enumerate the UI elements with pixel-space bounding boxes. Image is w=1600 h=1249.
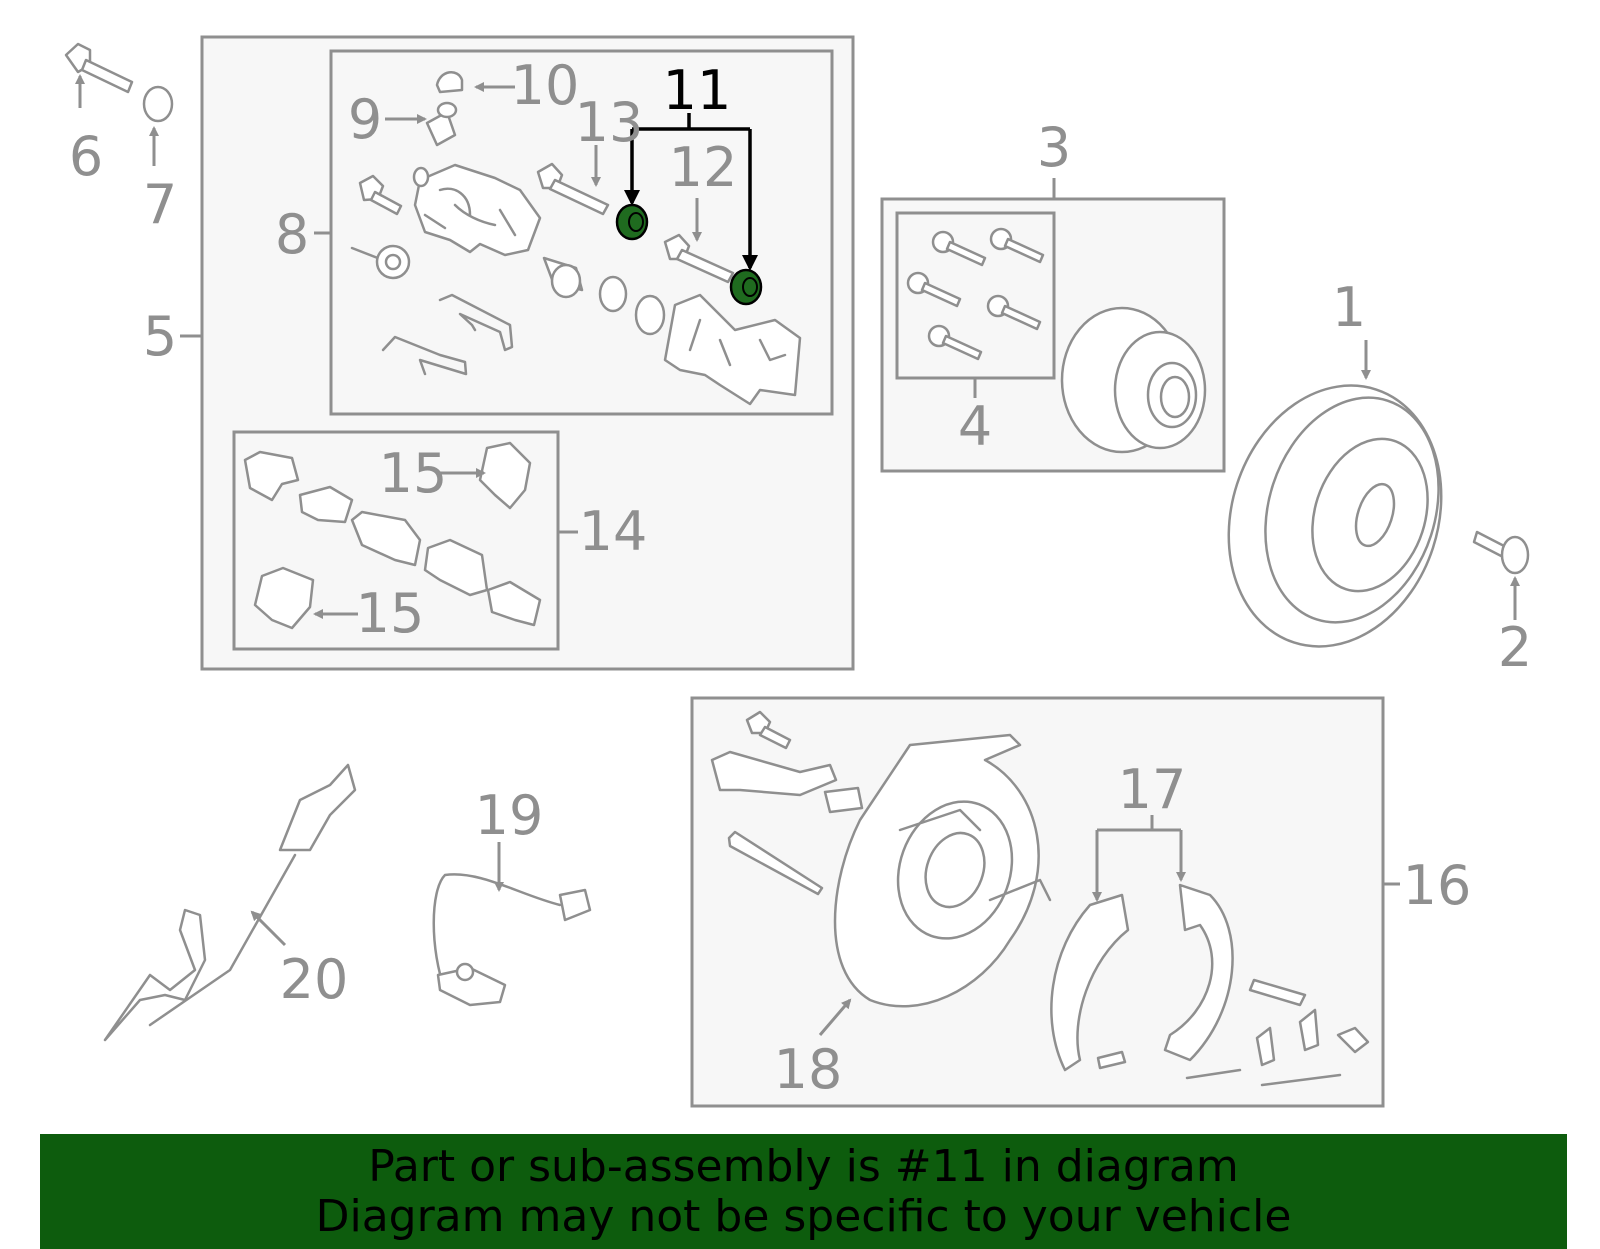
pad-clip [381,335,468,376]
guide-bolt-13 [536,162,610,216]
banner-line-2: Diagram may not be specific to your vehi… [315,1190,1292,1242]
callout-18: 18 [774,1038,843,1101]
piston-seal [598,275,628,313]
backing-plate [833,733,1052,1008]
highlighted-part-11-left [615,203,649,241]
callout-17: 17 [1118,758,1187,821]
bolt-6 [64,42,134,94]
rotor-screw [1472,530,1530,575]
callout-5: 5 [143,305,177,368]
washer-7 [142,85,174,123]
wheel-speed-sensor [103,763,357,1042]
hub-bolts [906,227,1045,361]
callout-8: 8 [275,203,309,266]
caliper-bracket [663,293,802,406]
callout-11: 11 [663,59,732,122]
anti-rattle-clip [438,293,514,352]
guide-bolt-12 [663,233,735,284]
bleeder-cap [435,71,464,94]
callout-4: 4 [958,395,992,458]
callout-9: 9 [348,88,382,151]
callout-1: 1 [1332,276,1366,339]
callout-12: 12 [669,136,738,199]
brake-pads [243,441,542,630]
callout-6: 6 [69,125,103,188]
parking-cable-bracket [432,873,592,1007]
hub-bearing [1060,306,1207,454]
leader-lines [75,74,1520,1036]
piston [542,256,584,299]
highlighted-part-11-right [729,268,763,306]
callout-2: 2 [1498,616,1532,679]
callout-19: 19 [475,784,544,847]
callout-14: 14 [579,500,648,563]
callout-3: 3 [1037,116,1071,179]
backing-plate-hardware [710,710,864,896]
callout-7: 7 [143,173,177,236]
callout-15-top: 15 [379,442,448,505]
info-banner: Part or sub-assembly is #11 in diagram D… [40,1134,1567,1249]
shoe-hardware [1096,978,1370,1087]
brake-rotor [1227,384,1443,648]
parking-brake-shoes [1050,883,1234,1072]
guide-pin [350,244,411,280]
caliper-bolt [358,174,403,216]
banner-line-1: Part or sub-assembly is #11 in diagram [368,1140,1239,1192]
caliper-body [412,163,542,257]
callout-13: 13 [575,91,644,154]
highlight-leader-11 [624,113,758,271]
bleeder-screw [425,101,458,147]
callout-20: 20 [280,948,349,1011]
piston-boot [634,294,666,336]
callout-15-bottom: 15 [356,582,425,645]
callout-10: 10 [511,54,580,117]
callout-16: 16 [1403,854,1472,917]
